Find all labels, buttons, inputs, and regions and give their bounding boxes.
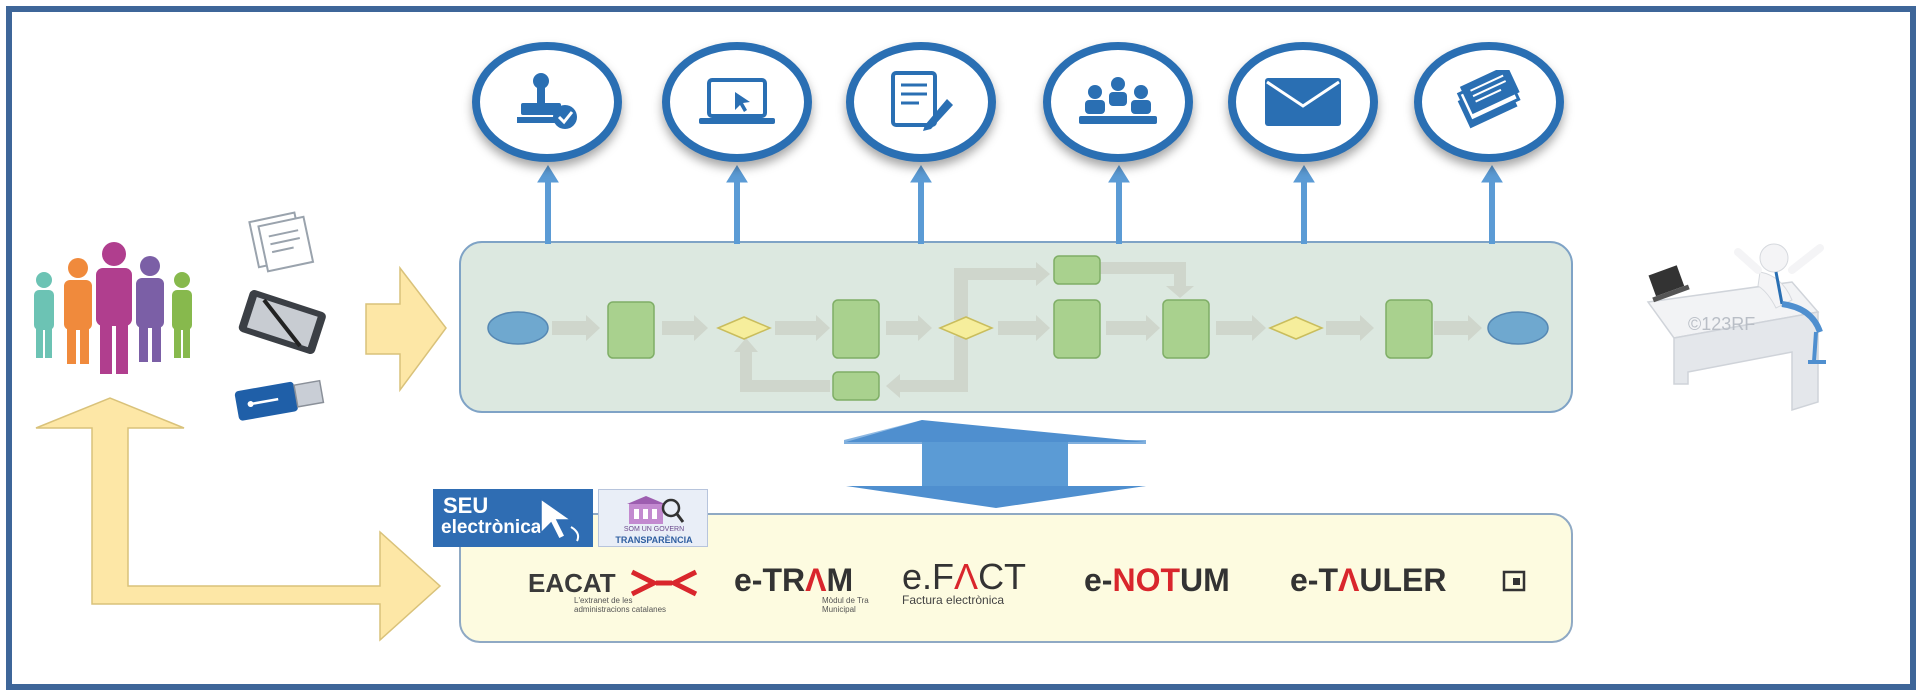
- seu-line1: SEU: [443, 493, 489, 518]
- person-figure: [96, 242, 132, 374]
- flow-arrow: [998, 315, 1050, 341]
- eacat-name: EACAT: [528, 568, 616, 598]
- eacat-tagline-2: administracions catalanes: [574, 605, 667, 614]
- people-to-process-arrow: [365, 265, 447, 393]
- flow-arrow: [1326, 315, 1374, 341]
- flow-arrow: [1216, 315, 1266, 341]
- flow-arrow: [1434, 315, 1482, 341]
- platforms-to-people-arrow: [35, 397, 442, 642]
- relaxed-worker-illustration: ©123RF: [1646, 243, 1826, 412]
- stamp-seal-icon: [517, 73, 577, 129]
- etram-name: e-TRΛM: [734, 562, 854, 598]
- envelope-mail-icon: [1265, 78, 1341, 126]
- task-box: [832, 371, 880, 401]
- process-platform-double-arrow: [844, 420, 1146, 508]
- eacat-tagline-1: L'extranet de les: [574, 596, 633, 605]
- service-circle-2[interactable]: [662, 42, 812, 162]
- flow-arrow: [775, 315, 830, 341]
- enotum-name: e-NOTUM: [1084, 562, 1230, 598]
- service-arrow-3: [910, 165, 932, 244]
- service-arrow-6: [1481, 165, 1503, 244]
- task-box: [832, 299, 880, 359]
- flow-arrow: [662, 315, 708, 341]
- citizens-group-icon: [34, 242, 192, 374]
- person-figure: [172, 272, 192, 358]
- start-event: [487, 311, 549, 345]
- task-box: [1053, 299, 1101, 359]
- flow-loop-back: [734, 338, 830, 392]
- eacat-chevrons-icon: [630, 569, 698, 597]
- gateway-diamond: [1268, 316, 1324, 340]
- service-circle-1[interactable]: [472, 42, 622, 162]
- usb-drive-icon: [234, 379, 325, 421]
- person-figure: [64, 258, 92, 364]
- platform-panel: [459, 513, 1573, 643]
- meeting-people-icon: [1079, 77, 1157, 124]
- gateway-diamond: [938, 316, 994, 340]
- documents-stack-icon: [1456, 70, 1521, 129]
- transparencia-line2: TRANSPARÈNCIA: [615, 535, 693, 545]
- service-arrows: [537, 165, 1503, 244]
- person-figure: [34, 272, 54, 358]
- task-box: [1053, 255, 1101, 285]
- service-circle-5[interactable]: [1228, 42, 1378, 162]
- flow-arrow: [552, 315, 600, 341]
- service-circle-6[interactable]: [1414, 42, 1564, 162]
- task-box: [607, 301, 655, 359]
- service-arrow-5: [1293, 165, 1315, 244]
- etram-tagline-1: Mòdul de Tra: [822, 596, 869, 605]
- transparencia-logo[interactable]: SOM UN GOVERN TRANSPARÈNCIA: [598, 489, 708, 547]
- paper-documents-icon: [248, 211, 315, 273]
- building-magnifier-icon: [627, 496, 685, 524]
- seu-electronica-logo[interactable]: SEU electrònica: [433, 489, 593, 547]
- service-circle-4[interactable]: [1043, 42, 1193, 162]
- laptop-cursor-icon: [699, 78, 775, 124]
- service-circle-3[interactable]: [846, 42, 996, 162]
- task-box: [1162, 299, 1210, 359]
- signature-tablet-icon: [238, 290, 326, 355]
- flow-arrow: [886, 315, 932, 341]
- flow-branch-up: [954, 262, 1050, 320]
- document-signature-icon: [891, 71, 953, 131]
- end-event: [1487, 311, 1549, 345]
- flow-loop: [886, 336, 968, 398]
- transparencia-line1: SOM UN GOVERN: [623, 526, 685, 533]
- efact-tagline: Factura electrònica: [902, 593, 1005, 607]
- flow-arrow: [1106, 315, 1160, 341]
- process-flow: [487, 255, 1549, 401]
- outer-frame: [6, 6, 1916, 690]
- service-arrow-1: [537, 165, 559, 244]
- click-cursor-icon: [540, 497, 580, 542]
- efact-name: e.FΛCT: [902, 556, 1027, 597]
- etram-tagline-2: Municipal: [822, 605, 856, 614]
- service-arrow-4: [1108, 165, 1130, 244]
- gateway-diamond: [716, 316, 772, 340]
- task-box: [1385, 299, 1433, 359]
- tauler-board-icon: [1502, 570, 1526, 592]
- person-figure: [136, 256, 164, 362]
- flow-branch-right: [1100, 262, 1194, 298]
- service-arrow-2: [726, 165, 748, 244]
- watermark-text: ©123RF: [1688, 314, 1755, 334]
- seu-line2: electrònica: [441, 517, 542, 538]
- etauler-name: e-TΛULER: [1290, 562, 1447, 598]
